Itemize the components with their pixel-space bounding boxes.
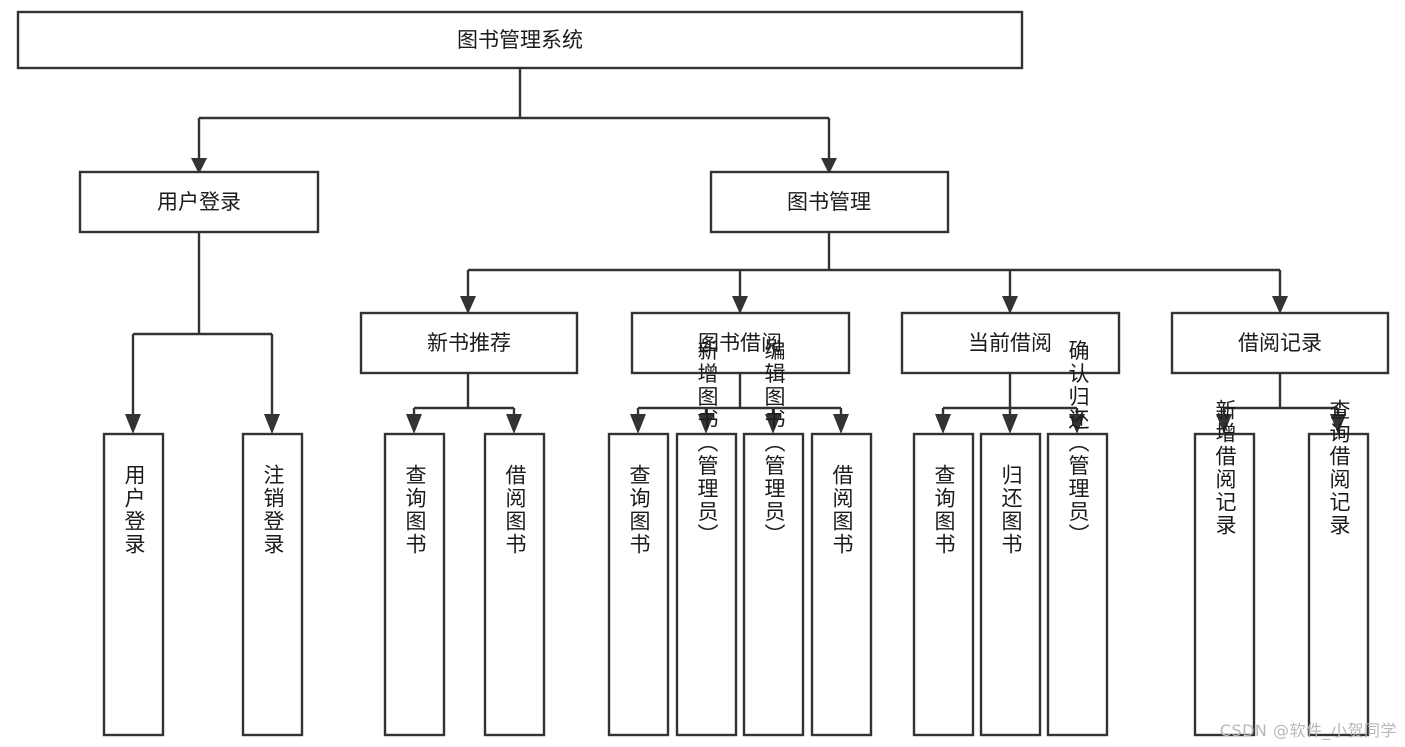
arrowhead-borrowrecord-leaf2 (1330, 414, 1346, 434)
nodes-group: 图书管理系统 用户登录 图书管理 新书推荐 图书借阅 (16, 10, 1390, 737)
leaf-node-borrowrecord-query-record[interactable]: 查询借阅记录 (1307, 399, 1370, 737)
node-root-system-box[interactable] (16, 10, 1024, 70)
leaf-node-currentborrow-return-book-label: 归还图书 (999, 464, 1023, 556)
leaf-node-newbook-query-book-label: 查询图书 (403, 464, 427, 556)
arrowhead-user-login (191, 158, 207, 174)
leaf-node-bookborrow-edit-book[interactable]: 编辑图书（管理员） (742, 340, 805, 737)
leaf-node-currentborrow-confirm-return-box[interactable] (1046, 432, 1109, 737)
node-book-manage-box[interactable] (709, 170, 950, 234)
leaf-node-newbook-borrow-book[interactable]: 借阅图书 (483, 432, 546, 737)
node-book-borrow-label: 图书借阅 (698, 331, 782, 355)
leaf-node-logout[interactable]: 注销登录 (241, 432, 304, 737)
node-book-manage-label: 图书管理 (787, 190, 871, 214)
leaf-node-logout-box[interactable] (241, 432, 304, 737)
leaf-node-user-login-label: 用户登录 (122, 464, 146, 556)
arrowhead-currentborrow-leaf2 (1002, 414, 1018, 434)
leaf-node-bookborrow-edit-book-box[interactable] (742, 432, 805, 737)
leaf-node-bookborrow-query-book-box[interactable] (607, 432, 670, 737)
leaf-node-newbook-borrow-book-label: 借阅图书 (503, 464, 527, 556)
arrowhead-newbook-leaf2 (506, 414, 522, 434)
arrowhead-leaf-logout (264, 414, 280, 434)
leaf-node-currentborrow-query-book-box[interactable] (912, 432, 975, 737)
arrowhead-bookborrow-leaf2 (698, 414, 714, 434)
node-new-book-recommend[interactable]: 新书推荐 (359, 311, 579, 375)
leaf-node-newbook-borrow-book-box[interactable] (483, 432, 546, 737)
arrowhead-new-book (460, 296, 476, 314)
node-borrow-record-label: 借阅记录 (1238, 331, 1322, 355)
arrowhead-current-borrow (1002, 296, 1018, 314)
leaf-node-user-login-box[interactable] (102, 432, 165, 737)
leaf-node-newbook-query-book[interactable]: 查询图书 (383, 432, 446, 737)
node-root-system[interactable]: 图书管理系统 (16, 10, 1024, 70)
leaf-node-bookborrow-query-book[interactable]: 查询图书 (607, 432, 670, 737)
leaf-node-bookborrow-query-book-label: 查询图书 (627, 464, 651, 556)
node-current-borrow-box[interactable] (900, 311, 1121, 375)
edges-group (125, 68, 1346, 434)
arrowhead-currentborrow-leaf1 (935, 414, 951, 434)
leaf-node-bookborrow-borrow-book-box[interactable] (810, 432, 873, 737)
leaf-node-bookborrow-borrow-book-label: 借阅图书 (830, 464, 854, 556)
leaf-node-borrowrecord-add-record-box[interactable] (1193, 432, 1256, 737)
leaf-node-currentborrow-query-book[interactable]: 查询图书 (912, 432, 975, 737)
arrowhead-bookborrow-leaf1 (630, 414, 646, 434)
leaf-node-borrowrecord-add-record[interactable]: 新增借阅记录 (1193, 399, 1256, 737)
leaf-node-borrowrecord-query-record-box[interactable] (1307, 432, 1370, 737)
leaf-node-bookborrow-add-book-box[interactable] (675, 432, 738, 737)
node-current-borrow[interactable]: 当前借阅 (900, 311, 1121, 375)
arrowhead-leaf-user-login (125, 414, 141, 434)
leaf-node-bookborrow-add-book-label: 新增图书（管理员） (695, 340, 719, 547)
arrowhead-bookborrow-leaf4 (833, 414, 849, 434)
leaf-node-currentborrow-query-book-label: 查询图书 (932, 464, 956, 556)
node-current-borrow-label: 当前借阅 (968, 331, 1052, 355)
leaf-node-currentborrow-return-book[interactable]: 归还图书 (979, 432, 1042, 737)
leaf-node-newbook-query-book-box[interactable] (383, 432, 446, 737)
csdn-watermark: CSDN @软件_小贺同学 (1219, 721, 1397, 740)
arrowhead-borrowrecord-leaf1 (1216, 414, 1232, 434)
node-new-book-recommend-label: 新书推荐 (427, 331, 511, 355)
leaf-node-bookborrow-borrow-book[interactable]: 借阅图书 (810, 432, 873, 737)
node-user-login-label: 用户登录 (157, 190, 241, 214)
arrowhead-book-borrow (732, 296, 748, 314)
node-new-book-recommend-box[interactable] (359, 311, 579, 375)
leaf-node-borrowrecord-query-record-label: 查询借阅记录 (1327, 399, 1351, 537)
leaf-node-borrowrecord-add-record-label: 新增借阅记录 (1213, 399, 1237, 537)
node-book-borrow[interactable]: 图书借阅 (630, 311, 851, 375)
node-borrow-record-box[interactable] (1170, 311, 1390, 375)
leaf-node-logout-label: 注销登录 (261, 464, 285, 556)
node-root-system-label: 图书管理系统 (457, 28, 583, 52)
arrowhead-currentborrow-leaf3 (1069, 414, 1085, 434)
node-user-login-box[interactable] (78, 170, 320, 234)
leaf-node-bookborrow-edit-book-label: 编辑图书（管理员） (762, 340, 786, 547)
arrowhead-borrow-record (1272, 296, 1288, 314)
node-book-manage[interactable]: 图书管理 (709, 170, 950, 234)
leaf-node-currentborrow-return-book-box[interactable] (979, 432, 1042, 737)
leaf-node-user-login[interactable]: 用户登录 (102, 432, 165, 737)
node-user-login[interactable]: 用户登录 (78, 170, 320, 234)
node-borrow-record[interactable]: 借阅记录 (1170, 311, 1390, 375)
arrowhead-bookborrow-leaf3 (765, 414, 781, 434)
leaf-node-currentborrow-confirm-return[interactable]: 确认归还（管理员） (1046, 340, 1109, 737)
node-book-borrow-box[interactable] (630, 311, 851, 375)
leaf-node-bookborrow-add-book[interactable]: 新增图书（管理员） (675, 340, 738, 737)
arrowhead-newbook-leaf1 (406, 414, 422, 434)
leaf-node-currentborrow-confirm-return-label: 确认归还（管理员） (1066, 340, 1090, 547)
arrowhead-book-manage (821, 158, 837, 174)
